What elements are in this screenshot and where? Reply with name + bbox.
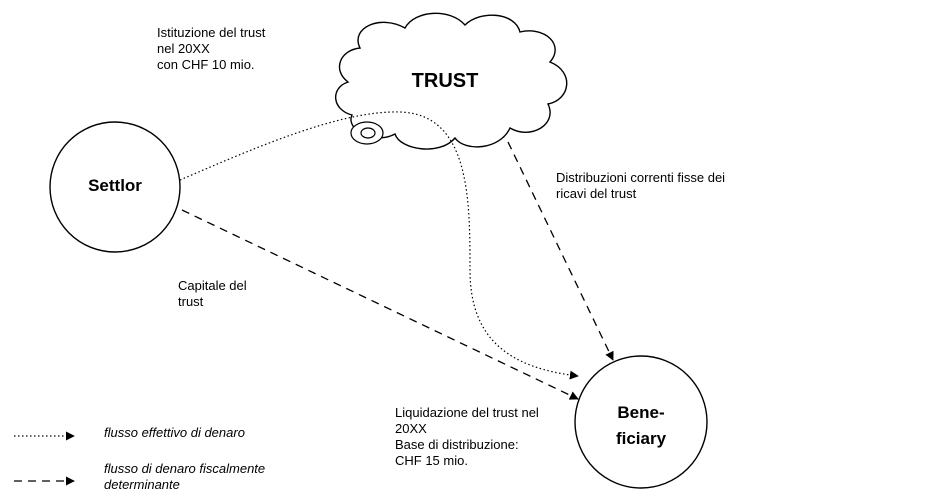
current-distributions-note: Distribuzioni correnti fisse dei ricavi … <box>556 170 725 202</box>
distribution-flow-arrow <box>507 141 614 361</box>
trust-capital-line1: Capitale del <box>178 278 247 293</box>
liquidation-line3: Base di distribuzione: <box>395 437 519 452</box>
legend-actual-flow-label: flusso effettivo di denaro <box>104 425 245 440</box>
legend-fiscal-flow-line1: flusso di denaro fiscalmente <box>104 461 266 476</box>
liquidation-line2: 20XX <box>395 421 427 436</box>
trust-establishment-line2: nel 20XX <box>157 41 210 56</box>
trust-establishment-note: Istituzione del trust nel 20XX con CHF 1… <box>157 25 265 73</box>
trust-title: TRUST <box>411 70 479 92</box>
liquidation-line4: CHF 15 mio. <box>395 453 468 468</box>
trust-capital-line2: trust <box>178 294 204 309</box>
current-distributions-line2: ricavi del trust <box>556 186 637 201</box>
settlor-node <box>49 121 181 253</box>
trust-cloud-shape <box>335 12 568 150</box>
beneficiary-title-line1: Bene- <box>617 403 665 422</box>
trust-bubble-inner <box>360 127 376 139</box>
trust-capital-note: Capitale del trust <box>178 278 247 310</box>
legend-fiscal-flow-label: flusso di denaro fiscalmente determinant… <box>104 461 265 493</box>
actual-flow-path <box>179 111 579 380</box>
legend-fiscal-flow-line2: determinante <box>104 477 180 492</box>
liquidation-note: Liquidazione del trust nel 20XX Base di … <box>395 405 539 469</box>
liquidation-line1: Liquidazione del trust nel <box>395 405 539 420</box>
trust-establishment-line1: Istituzione del trust <box>157 25 266 40</box>
beneficiary-node <box>574 355 708 489</box>
beneficiary-title-line2: ficiary <box>615 429 667 448</box>
beneficiary-title: Bene- ficiary <box>591 400 691 452</box>
current-distributions-line1: Distribuzioni correnti fisse dei <box>556 170 726 185</box>
capital-flow-arrow <box>181 209 579 400</box>
trust-establishment-line3: con CHF 10 mio. <box>157 57 255 72</box>
settlor-title: Settlor <box>88 176 142 195</box>
